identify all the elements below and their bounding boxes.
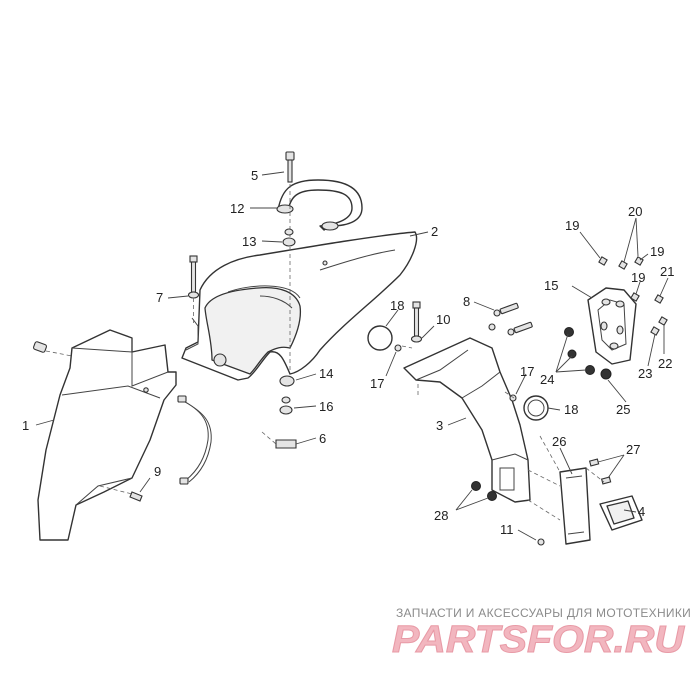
callout-22: 22 <box>658 356 672 371</box>
callout-15: 15 <box>544 278 558 293</box>
part-26-plate-holder <box>559 467 591 545</box>
callout-24: 24 <box>540 372 554 387</box>
part-15-light-bracket <box>587 287 637 365</box>
bolt-10 <box>410 301 423 343</box>
cable-strap <box>177 395 212 485</box>
callout-17b: 17 <box>520 364 534 379</box>
nuts-24 <box>564 327 595 375</box>
washer-16 <box>279 396 293 415</box>
screws-27 <box>588 458 612 485</box>
callout-26: 26 <box>552 434 566 449</box>
grommet-14 <box>279 375 295 387</box>
callout-14: 14 <box>319 366 333 381</box>
callout-9: 9 <box>154 464 161 479</box>
part-4-reflector <box>599 495 643 531</box>
callout-10: 10 <box>436 312 450 327</box>
screw-9 <box>99 485 143 502</box>
callout-11: 11 <box>500 522 514 537</box>
callout-19a: 19 <box>565 218 579 233</box>
callout-18a: 18 <box>390 298 404 313</box>
screws-8 <box>488 302 533 336</box>
callout-17a: 17 <box>370 376 384 391</box>
part-2-rear-fender <box>181 231 418 381</box>
nut-25 <box>600 368 612 380</box>
callout-2: 2 <box>431 224 438 239</box>
screws-19-23 <box>598 256 668 336</box>
clip-6 <box>261 431 297 449</box>
callout-8: 8 <box>463 294 470 309</box>
callout-13: 13 <box>242 234 256 249</box>
callout-27: 27 <box>626 442 640 457</box>
callout-19b: 19 <box>631 270 645 285</box>
nuts-28 <box>471 481 497 501</box>
callout-20: 20 <box>628 204 642 219</box>
callout-3: 3 <box>436 418 443 433</box>
callout-21: 21 <box>660 264 674 279</box>
callout-28: 28 <box>434 508 448 523</box>
part-1-splash-guard <box>37 329 177 541</box>
callout-5: 5 <box>251 168 258 183</box>
leader-lines <box>35 171 669 541</box>
part-12-grab-handle <box>276 179 363 231</box>
watermark: ЗАПЧАСТИ И АКСЕССУАРЫ ДЛЯ МОТОТЕХНИКИ PA… <box>392 606 691 662</box>
reflector-18a <box>367 325 402 352</box>
callout-labels: 1 2 3 4 5 6 7 8 9 10 11 12 13 14 15 16 1… <box>22 168 674 537</box>
watermark-tagline: ЗАПЧАСТИ И АКСЕССУАРЫ ДЛЯ МОТОТЕХНИКИ <box>396 606 691 620</box>
part-3-mudguard-bracket <box>403 337 531 503</box>
callout-12: 12 <box>230 201 244 216</box>
watermark-brand: PARTSFOR.RU <box>392 619 686 661</box>
washer-11 <box>537 538 545 546</box>
callout-6: 6 <box>319 431 326 446</box>
callout-16: 16 <box>319 399 333 414</box>
washer-13 <box>282 228 296 247</box>
callout-1: 1 <box>22 418 29 433</box>
callout-18b: 18 <box>564 402 578 417</box>
bolt-7 <box>187 255 200 326</box>
callout-7: 7 <box>156 290 163 305</box>
callout-25: 25 <box>616 402 630 417</box>
screw-top-left <box>33 341 73 357</box>
callout-19c: 19 <box>650 244 664 259</box>
bolt-5 <box>285 151 295 183</box>
ring-18b <box>509 394 549 421</box>
callout-4: 4 <box>638 504 645 519</box>
callout-23: 23 <box>638 366 652 381</box>
